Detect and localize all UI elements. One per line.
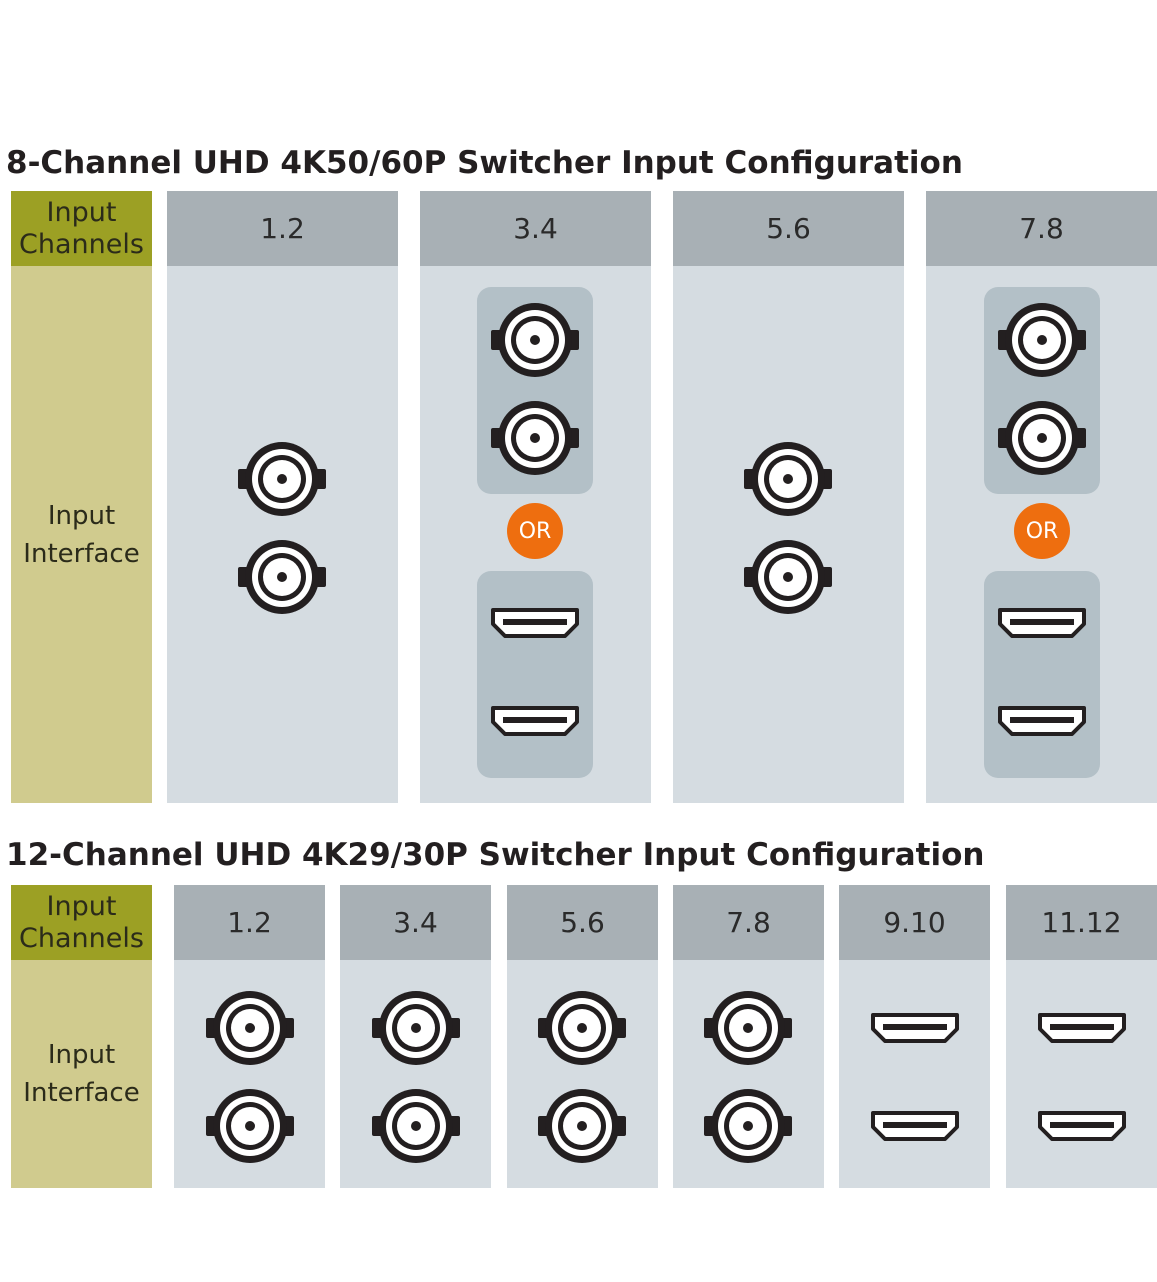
bnc-connector-icon	[997, 400, 1087, 476]
input-channels-label-line1: Input	[46, 196, 117, 228]
input-interface-label: Input Interface	[11, 266, 152, 803]
input-interface-label-line1: Input	[47, 1040, 116, 1070]
hdmi-group-box	[984, 571, 1100, 778]
channel-body-9-10	[839, 960, 990, 1188]
hdmi-port-icon	[1038, 1013, 1126, 1043]
bnc-connector-icon	[490, 302, 580, 378]
channel-header-7-8: 7.8	[673, 885, 824, 960]
channel-body-11-12	[1006, 960, 1157, 1188]
channel-header-3-4: 3.4	[340, 885, 491, 960]
input-interface-label-line2: Interface	[23, 1078, 140, 1108]
section-title-8ch: 8-Channel UHD 4K50/60P Switcher Input Co…	[6, 145, 963, 181]
channel-header-3-4: 3.4	[420, 191, 651, 266]
input-interface-label-line1: Input	[47, 500, 116, 531]
channel-header-1-2: 1.2	[174, 885, 325, 960]
hdmi-group-box	[477, 571, 593, 778]
input-channels-label-line2: Channels	[19, 228, 144, 260]
channel-body-5-6	[673, 266, 904, 803]
bnc-connector-icon	[237, 441, 327, 517]
hdmi-port-icon	[871, 1013, 959, 1043]
channel-header-5-6: 5.6	[507, 885, 658, 960]
hdmi-port-icon	[871, 1111, 959, 1141]
channel-header-7-8: 7.8	[926, 191, 1157, 266]
channel-header-9-10: 9.10	[839, 885, 990, 960]
bnc-connector-icon	[371, 1088, 461, 1164]
channel-header-11-12: 11.12	[1006, 885, 1157, 960]
bnc-connector-icon	[490, 400, 580, 476]
input-channels-label: Input Channels	[11, 885, 152, 960]
input-interface-label-line2: Interface	[23, 538, 140, 569]
bnc-connector-icon	[703, 990, 793, 1066]
bnc-connector-icon	[237, 539, 327, 615]
channel-header-1-2: 1.2	[167, 191, 398, 266]
bnc-connector-icon	[205, 1088, 295, 1164]
bnc-connector-icon	[537, 990, 627, 1066]
bnc-connector-icon	[371, 990, 461, 1066]
hdmi-port-icon	[491, 706, 579, 736]
bnc-connector-icon	[537, 1088, 627, 1164]
input-interface-label: Input Interface	[11, 960, 152, 1188]
input-channels-label-line1: Input	[46, 890, 117, 922]
channel-header-5-6: 5.6	[673, 191, 904, 266]
section-title-12ch: 12-Channel UHD 4K29/30P Switcher Input C…	[6, 837, 985, 873]
hdmi-port-icon	[998, 706, 1086, 736]
hdmi-port-icon	[1038, 1111, 1126, 1141]
or-badge: OR	[1014, 503, 1070, 559]
input-channels-label-line2: Channels	[19, 922, 144, 954]
hdmi-port-icon	[998, 608, 1086, 638]
bnc-connector-icon	[703, 1088, 793, 1164]
channel-body-1-2	[167, 266, 398, 803]
input-channels-label: Input Channels	[11, 191, 152, 266]
bnc-connector-icon	[205, 990, 295, 1066]
or-badge: OR	[507, 503, 563, 559]
bnc-connector-icon	[743, 539, 833, 615]
bnc-connector-icon	[743, 441, 833, 517]
bnc-connector-icon	[997, 302, 1087, 378]
hdmi-port-icon	[491, 608, 579, 638]
